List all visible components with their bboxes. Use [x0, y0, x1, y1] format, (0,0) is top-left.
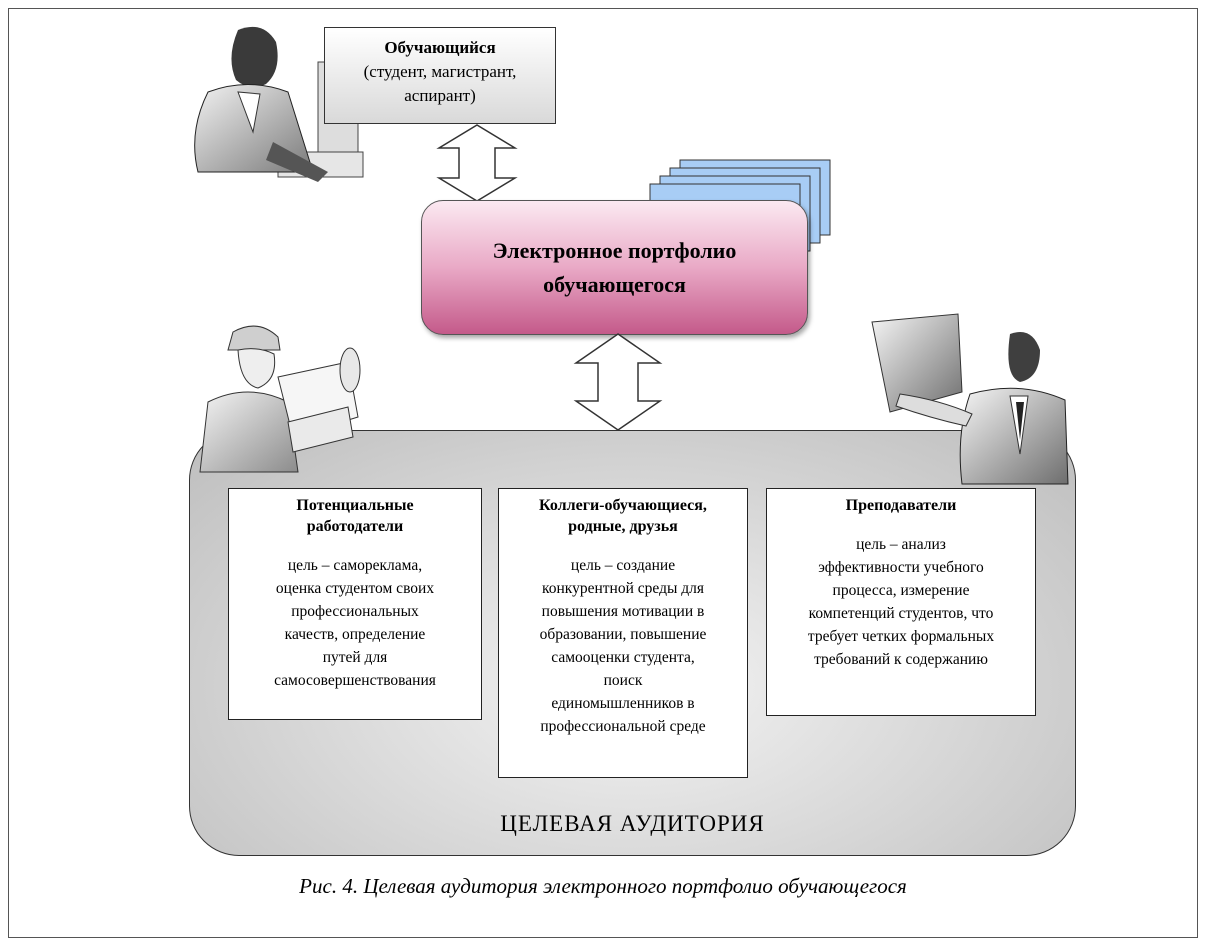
card-employers-line: цель – самореклама,: [287, 557, 423, 574]
card-teachers-line: цель – анализ: [856, 536, 946, 553]
card-peers-line: повышения мотивации в: [541, 603, 705, 620]
card-peers-line: поиск: [603, 672, 643, 689]
card-employers-line: оценка студентом своих: [275, 580, 435, 597]
card-employers-title-line2: работодатели: [306, 518, 404, 535]
double-arrow-bottom: [573, 333, 663, 431]
student-subtitle-line1: (студент, магистрант,: [363, 62, 517, 81]
card-peers-line: цель – создание: [570, 557, 676, 574]
student-title: Обучающийся: [384, 38, 496, 57]
student-at-computer-icon: [194, 26, 364, 182]
card-employers-line: качеств, определение: [284, 626, 426, 643]
portfolio-box: Электронное портфолио обучающегося: [421, 200, 808, 335]
double-arrow-top: [436, 124, 518, 202]
portfolio-line1: Электронное портфолио: [492, 237, 737, 263]
student-subtitle-line2: аспирант): [404, 86, 476, 105]
figure-caption: Рис. 4. Целевая аудитория электронного п…: [299, 874, 907, 898]
card-teachers: Преподаватели цель – анализ эффективност…: [766, 488, 1036, 716]
card-peers-line: единомышленников в: [551, 695, 695, 712]
card-teachers-title-line1: Преподаватели: [845, 497, 957, 514]
card-teachers-line: эффективности учебного: [818, 559, 984, 576]
card-peers-line: профессиональной среде: [540, 718, 706, 735]
student-box: Обучающийся (студент, магистрант, аспира…: [324, 27, 556, 124]
card-employers-line: путей для: [322, 649, 388, 666]
teacher-with-board-icon: [871, 313, 1069, 485]
card-peers-line: образовании, повышение: [539, 626, 707, 643]
card-teachers-line: требует четких формальных: [807, 628, 995, 645]
engineer-with-blueprints-icon: [199, 325, 361, 473]
card-employers-line: самосовершенствования: [274, 672, 436, 689]
card-teachers-line: процесса, измерение: [832, 582, 970, 599]
card-employers-line: профессиональных: [291, 603, 419, 620]
card-peers-title-line1: Коллеги-обучающиеся,: [539, 497, 707, 514]
card-employers: Потенциальные работодатели цель – саморе…: [228, 488, 482, 720]
portfolio-line2: обучающегося: [543, 271, 686, 297]
card-teachers-line: компетенций студентов, что: [808, 605, 994, 622]
target-audience-label: ЦЕЛЕВАЯ АУДИТОРИЯ: [500, 811, 765, 836]
card-peers-line: самооценки студента,: [551, 649, 695, 666]
card-peers-line: конкурентной среды для: [542, 580, 704, 597]
card-peers: Коллеги-обучающиеся, родные, друзья цель…: [498, 488, 748, 778]
card-employers-title-line1: Потенциальные: [296, 497, 414, 514]
card-teachers-line: требований к содержанию: [814, 651, 988, 668]
card-peers-title-line2: родные, друзья: [568, 518, 678, 535]
